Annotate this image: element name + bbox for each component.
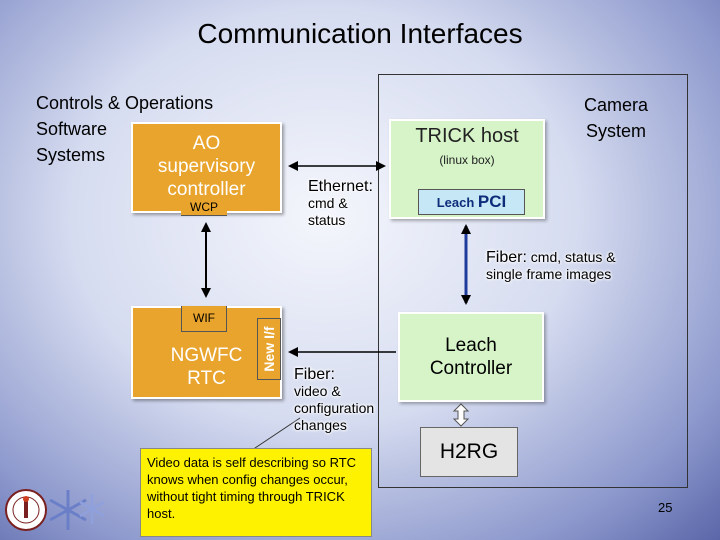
controls-label-line: Controls & Operations: [36, 93, 214, 113]
new-interface-tag: New I/f: [257, 318, 281, 380]
ethernet-label-head: Ethernet:: [308, 178, 373, 195]
note-pointer: [251, 417, 301, 451]
fiber1-label-line: single frame images: [486, 266, 612, 282]
slide-title: Communication Interfaces: [197, 18, 523, 49]
camera-label-line: Camera: [583, 95, 649, 115]
ethernet-label-line: cmd &: [308, 195, 348, 211]
trick-host-subtitle: (linux box): [439, 153, 495, 167]
leach-pci-card: Leach PCI: [418, 189, 525, 215]
ao-supervisory-controller-box: AO supervisory controller: [131, 122, 282, 213]
leach-controller-box: Leach Controller: [398, 312, 544, 402]
fiber1-label-head-rest: cmd, status &: [530, 249, 616, 265]
fiber2-label-line: video &: [294, 383, 341, 399]
leach-controller-line: Leach: [445, 335, 497, 356]
fiber2-label-head: Fiber:: [294, 366, 335, 383]
controls-label-line: Systems: [36, 145, 106, 165]
fiber-video-label: Fiber: video & configuration changes: [294, 366, 374, 434]
page-number: 25: [658, 500, 673, 515]
leach-pci-suffix: PCI: [477, 192, 507, 211]
fiber-cmd-status-label: Fiber: cmd, status & single frame images: [486, 249, 616, 283]
wcp-tag: WCP: [181, 200, 227, 216]
trick-host-title: TRICK host: [415, 125, 519, 147]
ngwfc-box-line: NGWFC: [170, 345, 243, 366]
ao-box-line: supervisory: [157, 156, 256, 177]
camera-system-boundary: [378, 74, 688, 488]
camera-system-label: Camera System: [566, 92, 666, 144]
snowflake-logo-icon: [49, 490, 87, 530]
ethernet-label-line: status: [308, 212, 346, 228]
camera-label-line: System: [585, 121, 646, 141]
ngwfc-box-line: RTC: [187, 368, 226, 389]
leach-h2rg-link: [452, 403, 470, 427]
leach-pci-prefix: Leach: [436, 195, 475, 210]
ao-box-line: controller: [167, 179, 246, 200]
snowflake-logo-icon: [79, 494, 104, 524]
institution-logos: [5, 489, 104, 531]
ao-box-line: AO: [192, 133, 221, 154]
ethernet-label: Ethernet: cmd & status: [308, 178, 373, 229]
controls-operations-label: Controls & Operations Software Systems: [36, 90, 213, 168]
h2rg-detector-box: H2RG: [420, 427, 518, 477]
university-seal-icon: [5, 489, 47, 531]
fiber2-label-line: changes: [294, 417, 347, 433]
controls-label-line: Software: [36, 119, 108, 139]
new-interface-label: New I/f: [261, 326, 277, 372]
fiber1-label-head: Fiber:: [486, 249, 527, 266]
wif-tag: WIF: [181, 306, 227, 332]
fiber2-label-line: configuration: [294, 400, 375, 416]
leach-controller-line: Controller: [429, 358, 513, 379]
video-data-note: Video data is self describing so RTC kno…: [140, 448, 372, 537]
